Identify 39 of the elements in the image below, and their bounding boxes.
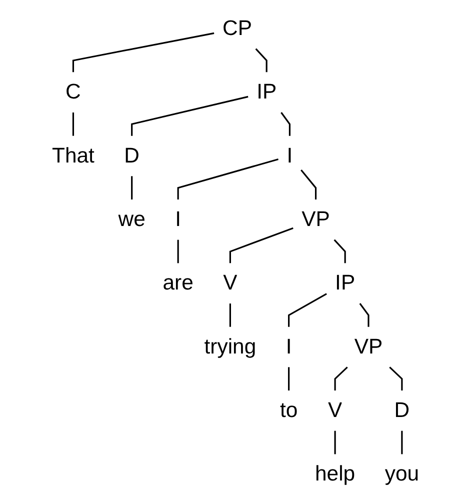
connector <box>402 430 404 454</box>
node-text: CP <box>223 16 253 40</box>
connector <box>334 430 336 454</box>
connector <box>288 293 328 327</box>
node-text: I <box>286 335 292 359</box>
connector <box>72 112 74 136</box>
node-text: I <box>176 208 182 232</box>
connector <box>132 96 249 136</box>
connector <box>288 367 290 390</box>
node-text: VP <box>354 335 384 359</box>
node-text: IP <box>257 80 278 104</box>
connector <box>334 366 348 390</box>
node-text: help <box>315 462 356 486</box>
connector <box>178 158 279 200</box>
connector <box>390 366 404 390</box>
connector <box>334 239 346 264</box>
node-text: D <box>394 398 410 422</box>
connector <box>360 303 370 327</box>
node-text: are <box>163 272 194 295</box>
connector <box>132 176 134 200</box>
connector <box>178 240 180 264</box>
node-text: V <box>224 272 238 295</box>
node-text: VP <box>302 208 330 232</box>
connector <box>72 32 215 72</box>
node-text: IP <box>336 272 356 295</box>
node-text: we <box>118 208 146 232</box>
node-text: you <box>385 462 420 486</box>
connector <box>281 112 291 136</box>
node-text: D <box>124 144 140 168</box>
node-text: trying <box>204 335 257 359</box>
node-text: That <box>52 144 95 168</box>
node-text: V <box>328 398 343 422</box>
node-text: I <box>287 144 294 168</box>
connector <box>230 227 294 264</box>
connector <box>256 48 268 72</box>
connector <box>230 304 232 327</box>
connector <box>301 169 318 200</box>
node-text: to <box>280 398 298 422</box>
node-text: C <box>66 80 82 104</box>
